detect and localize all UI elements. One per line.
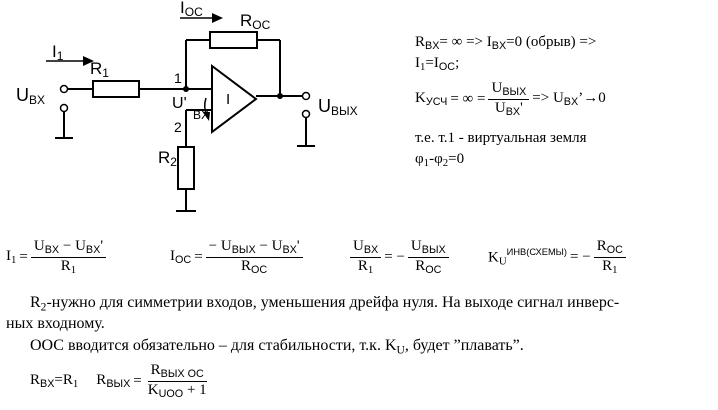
- uprime-arrowhead: [203, 112, 210, 121]
- circuit-diagram: IOC ROC I1 R1 UBX 1 2 U' BX I R2 UВЫХ: [16, 0, 358, 212]
- i1-arrowhead: [83, 56, 94, 66]
- formula-ioc: IOC= − UВЫХ − UBX' ROC: [170, 238, 303, 276]
- uin-label: UBX: [16, 85, 45, 107]
- ioc-arrowhead: [212, 13, 223, 23]
- gain-fraction: UВЫХ UBX': [488, 80, 530, 118]
- input-terminal-bottom: [59, 103, 69, 113]
- uout-label: UВЫХ: [318, 96, 358, 118]
- roc-label: ROC: [240, 11, 271, 32]
- opamp-triangle: [211, 64, 258, 134]
- formula-resistances: RBX=R1 RВЫХ= RВЫХ ОС KUОО + 1: [30, 362, 207, 400]
- node2-label: 2: [174, 119, 182, 135]
- output-terminal-bottom: [301, 109, 311, 119]
- formula-i1: I1= UBX − UBX' R1: [6, 238, 107, 276]
- roc-resistor: [209, 31, 258, 49]
- r2-label: R2: [158, 148, 177, 169]
- uprime-sub: BX: [193, 108, 209, 122]
- formula-gain-inverting: KUИНВ(СХЕМЫ) = − ROC R1: [488, 238, 626, 276]
- node1-dot: [183, 86, 189, 92]
- i1-label: I1: [52, 42, 64, 63]
- node1-label: 1: [174, 70, 182, 86]
- ioc-label: IOC: [180, 0, 203, 19]
- paragraph-r2-line2: ных входному.: [6, 315, 105, 332]
- note-virtual-ground: т.е. т.1 - виртуальная земля: [415, 130, 587, 146]
- uprime-label: U': [172, 95, 187, 112]
- note-potentials: φ1-φ2=0: [415, 151, 465, 170]
- input-terminal-top: [59, 84, 69, 94]
- note-input-resistance: RBX= ∞ => IBX=0 (обрыв) =>: [415, 34, 597, 53]
- r1-label: R1: [90, 59, 109, 80]
- paragraph-r2-line1: R2-нужно для симметрии входов, уменьшени…: [30, 294, 620, 314]
- note-gain: KУСЧ = ∞ = UВЫХ UBX' => UBX’→0: [415, 80, 606, 118]
- output-terminal-top: [301, 91, 311, 101]
- r2-resistor: [177, 146, 195, 190]
- formula-ratio: UBX R1 = − UВЫХ ROC: [350, 238, 449, 276]
- note-current-equality: I1=IOC;: [415, 55, 460, 74]
- paragraph-feedback: ООС вводится обязательно – для стабильно…: [30, 337, 524, 357]
- output-node-dot: [277, 93, 283, 99]
- r1-resistor: [92, 80, 140, 98]
- opamp-label: I: [226, 91, 230, 108]
